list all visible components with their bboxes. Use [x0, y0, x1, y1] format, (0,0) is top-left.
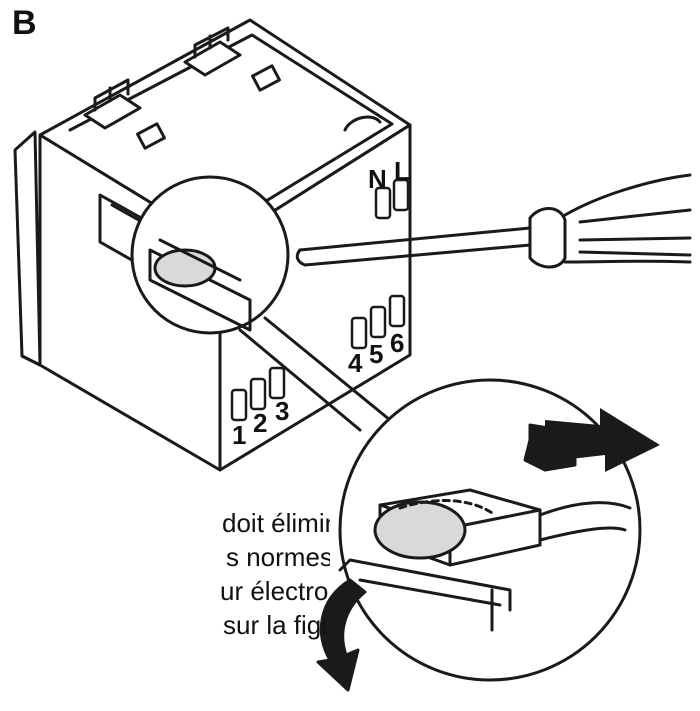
- terminal-label-l: L: [394, 156, 410, 186]
- mounting-clip: [83, 78, 142, 130]
- caption-line: sur la figure A.: [223, 610, 330, 640]
- battery-icon: [373, 500, 467, 560]
- screwdriver-icon: [295, 173, 692, 269]
- terminal-label-1: 1: [232, 420, 246, 450]
- mounting-clip: [183, 26, 242, 77]
- terminal-label-2: 2: [253, 408, 267, 438]
- terminal-label-4: 4: [348, 348, 363, 378]
- detail-circle-small: [130, 175, 290, 335]
- arrow-icon: [545, 408, 660, 472]
- caption-line: doit éliminer le di-: [222, 508, 330, 538]
- terminal-label-6: 6: [390, 328, 404, 358]
- arrow-icon: [316, 578, 367, 692]
- caption-text: doit éliminer le di- s normes WEEE), on …: [0, 506, 330, 642]
- device-module: [13, 18, 412, 472]
- terminal-label-n: N: [368, 164, 387, 194]
- battery-icon: [153, 248, 217, 288]
- caption-line: ur électronique en: [220, 576, 330, 606]
- terminal-blocks: [230, 178, 410, 422]
- caption-line: s normes WEEE), on: [226, 542, 330, 572]
- terminal-labels: N L 4 5 6 1 2 3: [232, 156, 410, 450]
- figure-label: B: [12, 4, 37, 42]
- terminal-label-5: 5: [369, 339, 383, 369]
- terminal-label-3: 3: [275, 396, 289, 426]
